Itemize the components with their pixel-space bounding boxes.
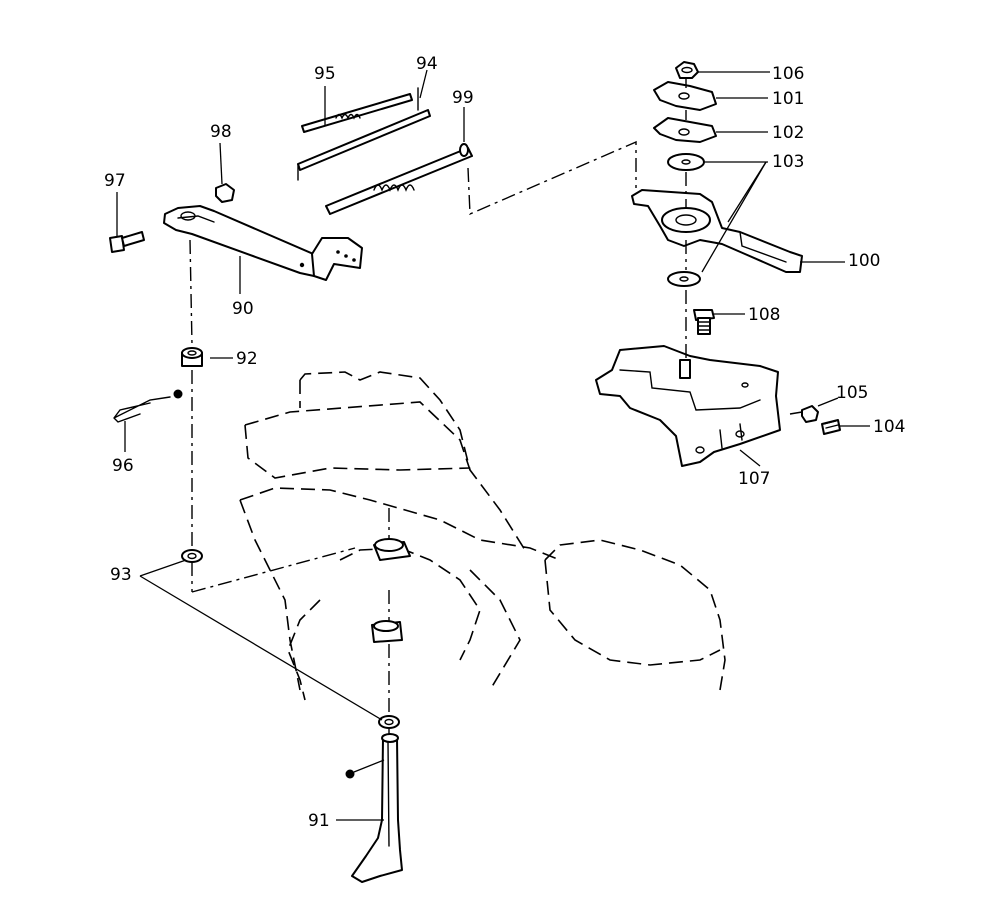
rod-94: [297, 87, 431, 181]
lever-shaft-91: [351, 733, 403, 883]
callout-labels: 90 91 92 93 94 95 96 97 98 99 100 101 10…: [104, 54, 905, 831]
bolt-104: [821, 419, 841, 435]
clip-96: [113, 389, 183, 423]
lever-arm-100: [631, 189, 803, 273]
nut-98: [215, 183, 235, 203]
leader-lines: [116, 69, 870, 821]
callout-98: 98: [210, 122, 232, 142]
stud: [679, 359, 691, 379]
callout-106: 106: [772, 64, 804, 84]
callout-95: 95: [314, 64, 336, 84]
callout-104: 104: [873, 417, 905, 437]
callout-91: 91: [308, 811, 330, 831]
bolt-108: [693, 309, 715, 335]
washer-103a: [667, 153, 705, 171]
callout-102: 102: [772, 123, 804, 143]
engine-lever-detail: [371, 538, 411, 643]
callout-103: 103: [772, 152, 804, 172]
callout-107: 107: [738, 469, 770, 489]
nut-105: [801, 405, 819, 423]
washer-103b: [667, 271, 701, 287]
plate-102: [653, 117, 717, 143]
bushing-92: [181, 347, 203, 367]
callout-108: 108: [748, 305, 780, 325]
bracket-107: [595, 345, 781, 467]
callout-101: 101: [772, 89, 804, 109]
nut-106: [675, 61, 699, 79]
callout-96: 96: [112, 456, 134, 476]
assembly-center-lines: [189, 78, 803, 734]
callout-92: 92: [236, 349, 258, 369]
bolt-97: [109, 231, 145, 253]
lever-bracket-90: [163, 205, 363, 281]
washer-93b: [378, 715, 400, 729]
callout-97: 97: [104, 171, 126, 191]
callout-90: 90: [232, 299, 254, 319]
callout-93: 93: [110, 565, 132, 585]
callout-105: 105: [836, 383, 868, 403]
callout-99: 99: [452, 88, 474, 108]
rod-95: [301, 93, 413, 133]
engine-phantom-outline: [239, 371, 726, 701]
plate-101: [653, 81, 717, 111]
callout-94: 94: [416, 54, 438, 74]
rod-99: [325, 143, 473, 215]
callout-100: 100: [848, 251, 880, 271]
